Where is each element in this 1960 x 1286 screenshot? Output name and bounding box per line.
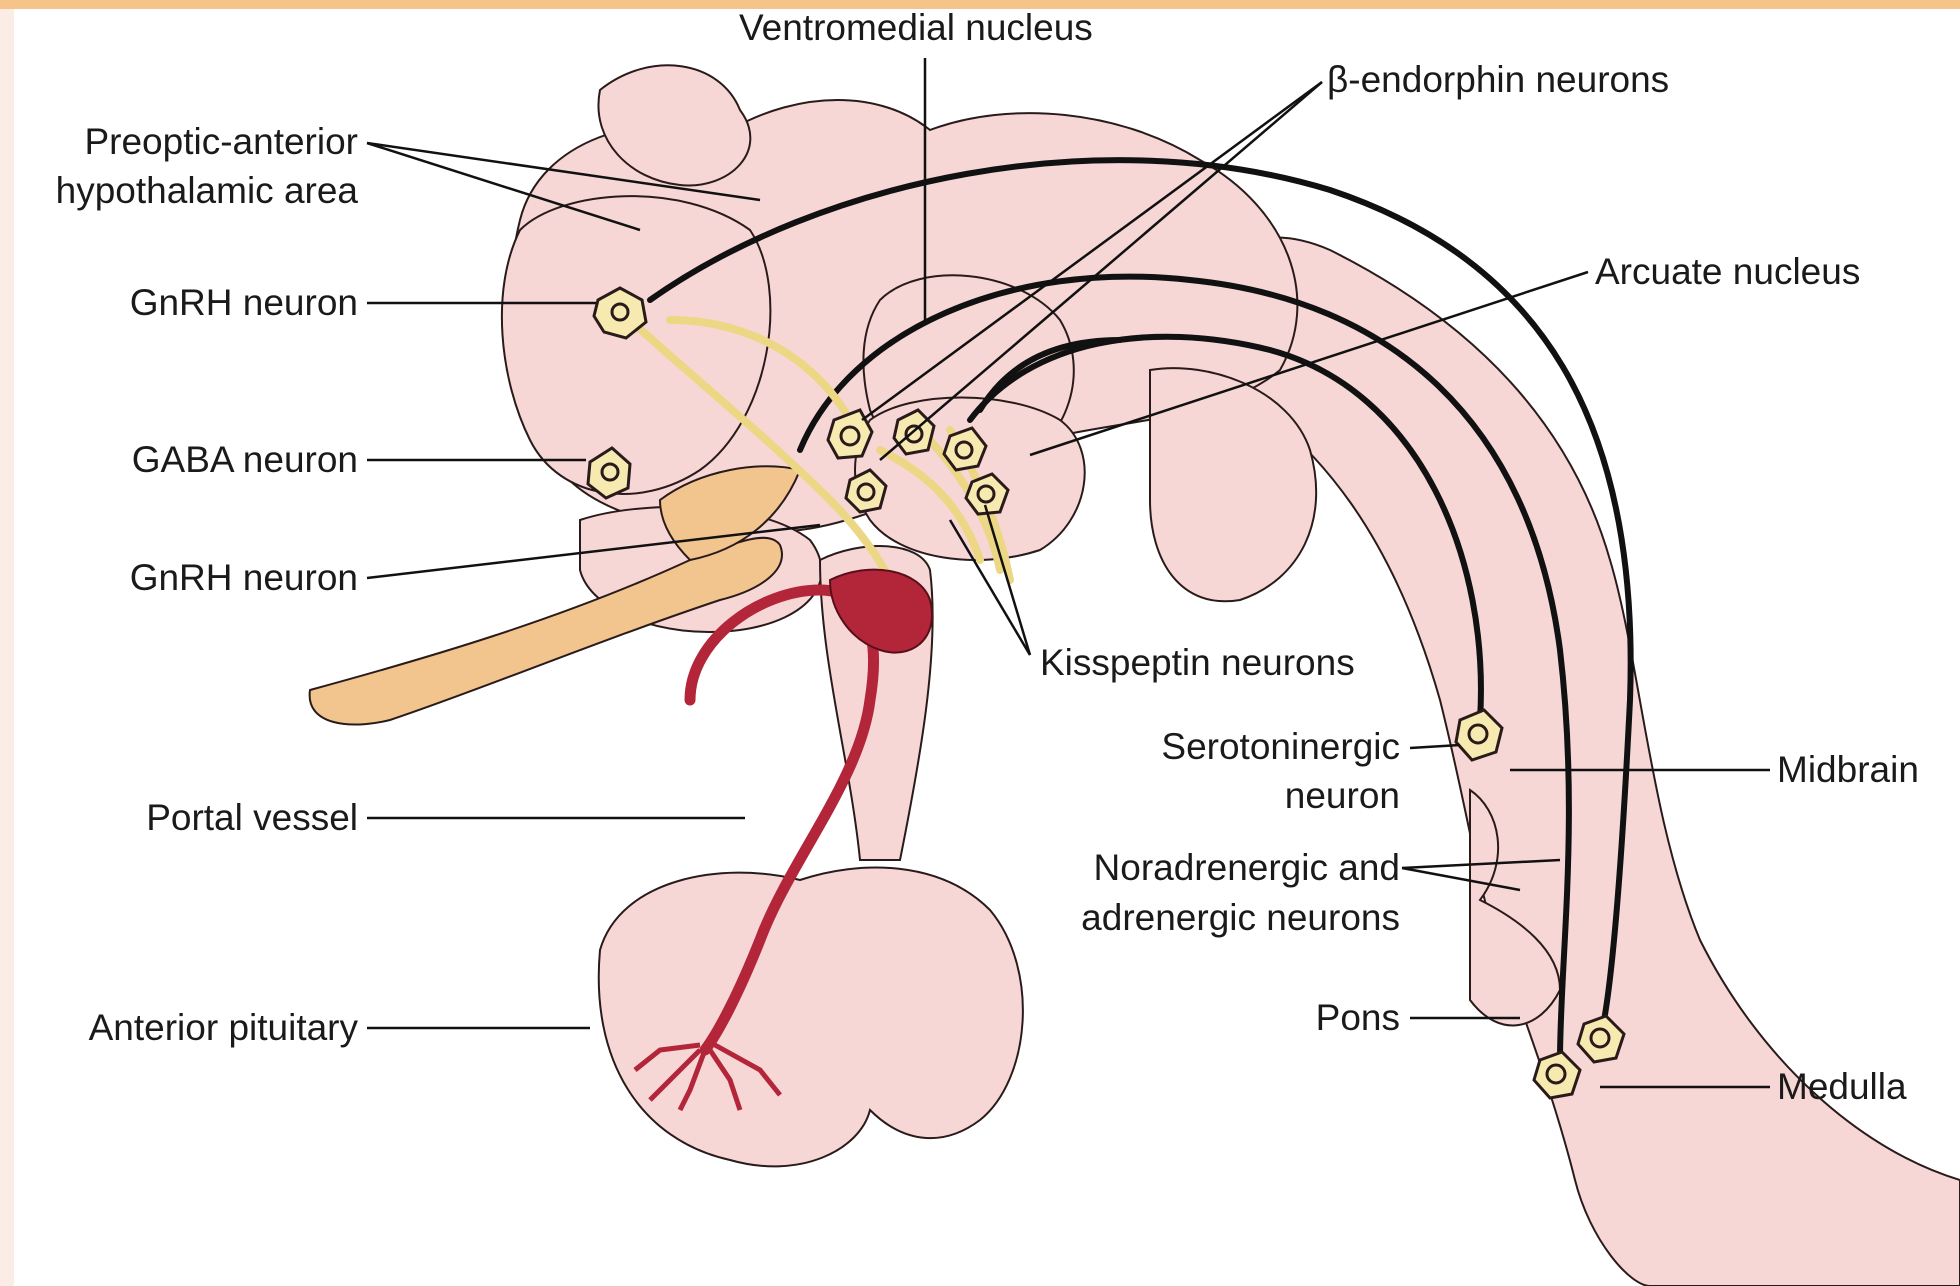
label-portal-vessel: Portal vessel: [146, 793, 358, 843]
label-noradrenergic-line2: adrenergic neurons: [1081, 893, 1400, 943]
label-gnrh-neuron-upper: GnRH neuron: [130, 278, 358, 328]
label-preoptic-area-line2: hypothalamic area: [56, 166, 358, 216]
label-gnrh-neuron-lower: GnRH neuron: [130, 553, 358, 603]
label-kisspeptin-neurons: Kisspeptin neurons: [1040, 638, 1355, 688]
label-serotoninergic-line2: neuron: [1285, 771, 1400, 821]
label-arcuate-nucleus: Arcuate nucleus: [1595, 247, 1860, 297]
label-noradrenergic-line1: Noradrenergic and: [1094, 843, 1400, 893]
label-pons: Pons: [1316, 993, 1400, 1043]
label-midbrain: Midbrain: [1777, 745, 1919, 795]
label-ventromedial-nucleus: Ventromedial nucleus: [739, 3, 1093, 53]
label-anterior-pituitary: Anterior pituitary: [89, 1003, 358, 1053]
label-serotoninergic-line1: Serotoninergic: [1161, 722, 1400, 772]
label-medulla: Medulla: [1777, 1062, 1907, 1112]
label-preoptic-area-line1: Preoptic-anterior: [84, 117, 358, 167]
label-gaba-neuron: GABA neuron: [132, 435, 358, 485]
label-beta-endorphin-neurons: β-endorphin neurons: [1327, 55, 1669, 105]
anterior-pituitary-shape: [599, 868, 1023, 1167]
